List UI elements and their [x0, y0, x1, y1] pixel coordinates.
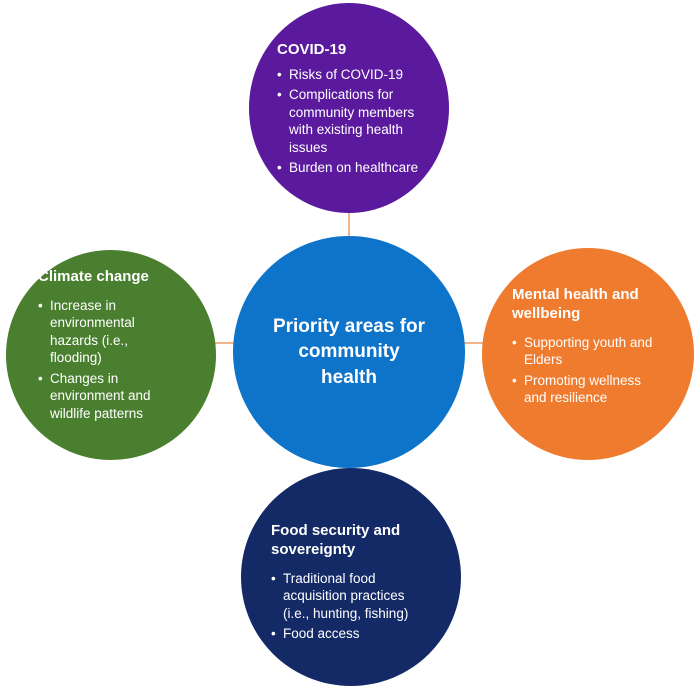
food-list: Traditional food acquisition practices (…	[271, 570, 431, 643]
connector-left	[214, 342, 236, 344]
mental-health-circle: Mental health and wellbeing Supporting y…	[482, 248, 694, 460]
covid-circle: COVID-19 Risks of COVID-19 Complications…	[249, 3, 449, 213]
covid-list: Risks of COVID-19 Complications for comm…	[277, 66, 427, 177]
connector-right	[462, 342, 486, 344]
mental-list: Supporting youth and Elders Promoting we…	[512, 334, 672, 407]
food-title: Food security and sovereignty	[271, 522, 401, 558]
connector-top	[348, 210, 350, 240]
climate-item: Changes in environment and wildlife patt…	[38, 370, 178, 423]
climate-item: Increase in environmental hazards (i.e.,…	[38, 297, 160, 367]
covid-item: Risks of COVID-19	[277, 66, 427, 84]
mental-item: Supporting youth and Elders	[512, 334, 674, 369]
food-circle: Food security and sovereignty Traditiona…	[241, 468, 461, 686]
food-item: Food access	[271, 625, 431, 643]
covid-item: Complications for community members with…	[277, 86, 427, 156]
center-circle: Priority areas for community health	[233, 236, 465, 468]
mental-title: Mental health and wellbeing	[512, 286, 639, 322]
center-title: Priority areas for community health	[272, 315, 426, 388]
mental-item: Promoting wellness and resilience	[512, 372, 664, 407]
covid-title: COVID-19	[277, 41, 347, 58]
climate-title: Climate change	[38, 268, 149, 285]
food-item: Traditional food acquisition practices (…	[271, 570, 431, 623]
covid-item: Burden on healthcare	[277, 159, 427, 177]
climate-circle: Climate change Increase in environmental…	[6, 250, 216, 460]
climate-list: Increase in environmental hazards (i.e.,…	[38, 297, 178, 423]
